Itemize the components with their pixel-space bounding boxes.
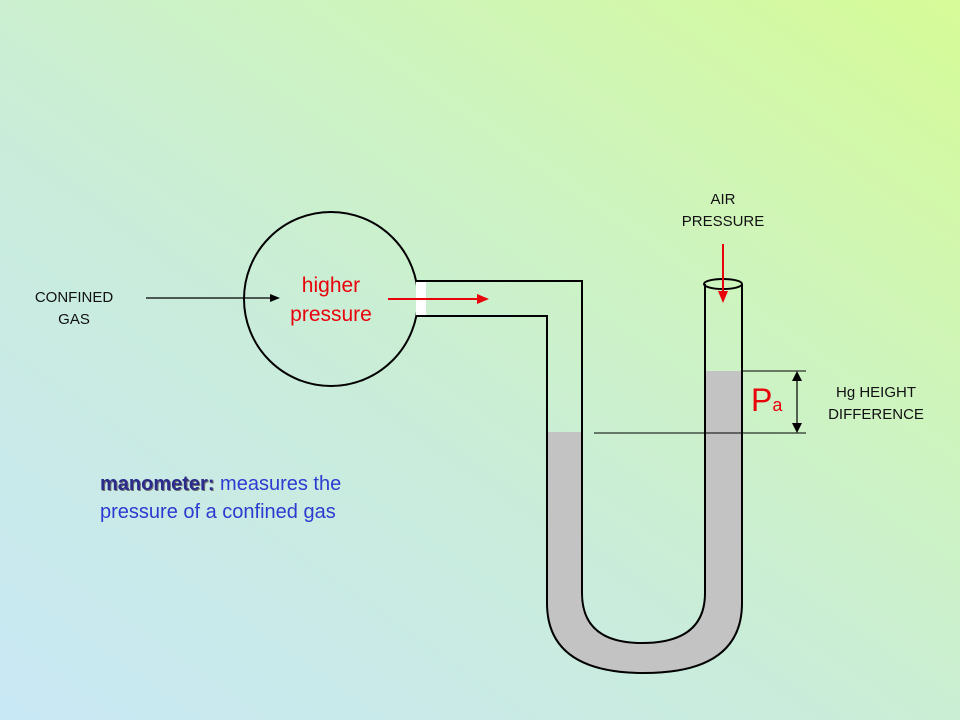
caption-text: measures the pressure of a confined gas bbox=[100, 473, 342, 523]
caption-term: manometer: bbox=[100, 473, 215, 495]
pa-symbol-subscript: a bbox=[772, 395, 783, 415]
higher-pressure-label: higher pressure bbox=[290, 274, 372, 326]
u-tube bbox=[416, 280, 743, 675]
confined-gas-label: CONFINED GAS bbox=[34, 289, 114, 328]
air-pressure-label: AIR PRESSURE bbox=[681, 191, 765, 230]
pa-symbol-main: P bbox=[751, 382, 773, 418]
caption: manometer: measures the pressure of a co… bbox=[100, 470, 400, 526]
mercury-column bbox=[547, 371, 742, 673]
pa-symbol: Pa bbox=[751, 382, 791, 419]
hg-height-label: Hg HEIGHT DIFFERENCE bbox=[828, 384, 924, 423]
